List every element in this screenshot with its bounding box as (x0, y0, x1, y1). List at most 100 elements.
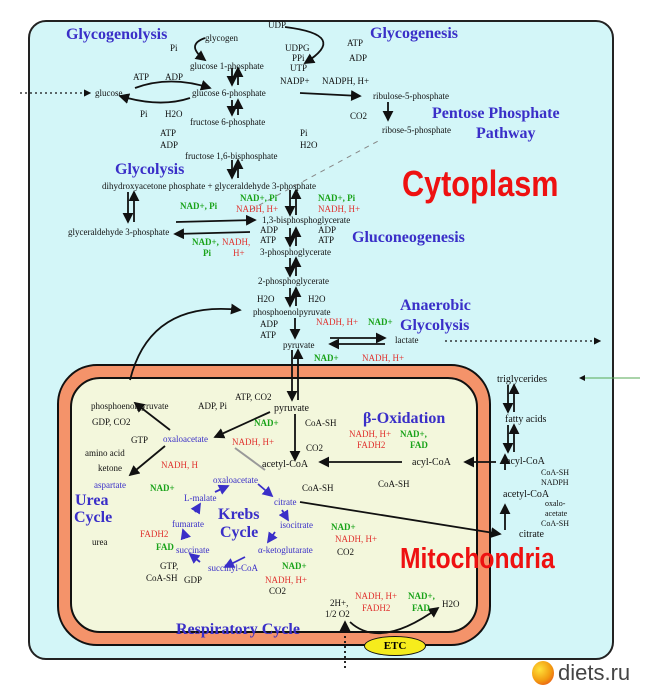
apple-icon (532, 661, 554, 685)
label-coa-sh: CoA-SH (302, 483, 334, 493)
label-coa-sh: CoA-SH (541, 519, 570, 528)
label-glucose-6-phosphate: glucose 6-phosphate (192, 88, 266, 98)
label-coa-sh: CoA-SH (541, 468, 570, 477)
label-adp: ADP (349, 53, 368, 63)
pathway-krebs-2: Cycle (220, 524, 259, 541)
label-nad: NAD+ (254, 418, 279, 428)
label-phosphoenolpyruvate: phosphoenolpyruvate (91, 401, 169, 411)
label-nad-pi: NAD+, Pi (240, 193, 278, 203)
pathway-urea-2: Cycle (74, 509, 113, 526)
label-citrate: citrate (519, 529, 544, 540)
label-nadh: NADH, H+ (318, 204, 361, 214)
label-nad: NAD+ (282, 561, 307, 571)
label-nadh: NADH, H (161, 460, 198, 470)
label-adp: ADP (160, 140, 179, 150)
label-ribose-5-phosphate: ribose-5-phosphate (382, 125, 451, 135)
label-nadph: NADPH (541, 478, 569, 487)
pathway-urea: Urea (75, 492, 109, 509)
label-adp: ADP (318, 225, 337, 235)
label-atp: ATP (160, 128, 177, 138)
label-acyl-coa: acyl-CoA (412, 457, 451, 468)
pathway-krebs: Krebs (218, 506, 260, 523)
label-co2: CO2 (269, 586, 287, 596)
label-nadp: NADP+ (280, 76, 310, 86)
label-nad: NAD+ (314, 353, 339, 363)
pathway-gluconeogenesis: Gluconeogenesis (352, 229, 465, 246)
label-pi: Pi (170, 43, 178, 53)
label-atp: ATP (318, 235, 335, 245)
label-pi: Pi (300, 128, 308, 138)
label-2h: 2H+, (330, 598, 349, 608)
label-adp-pi: ADP, Pi (198, 401, 228, 411)
pathway-anaerobic: Anaerobic (400, 297, 471, 314)
label-nad: NAD+ (150, 483, 175, 493)
label-nad: NAD+ (331, 522, 356, 532)
label-co2: CO2 (337, 547, 355, 557)
label-pi: Pi (203, 248, 211, 258)
label-fatty-acids: fatty acids (505, 414, 547, 425)
label-fad: FAD (156, 542, 174, 552)
watermark-logo: diets.ru (532, 660, 630, 686)
label-nadh: NADH, H+ (355, 591, 398, 601)
label-h2o: H2O (165, 109, 183, 119)
mitochondria-matrix (70, 377, 478, 633)
label-l-malate: L-malate (184, 493, 217, 503)
label-pi: Pi (140, 109, 148, 119)
label-atp: ATP (133, 72, 150, 82)
label-glucose-1-phosphate: glucose 1-phosphate (190, 61, 264, 71)
label-atp-co2: ATP, CO2 (235, 392, 272, 402)
label-amino-acid: amino acid (85, 448, 125, 458)
label-triglycerides: triglycerides (497, 374, 547, 385)
pathway-glycogenolysis: Glycogenolysis (66, 26, 168, 43)
label-nadh: NADH, H+ (232, 437, 275, 447)
label-alpha-ketoglutarate: α-ketoglutarate (258, 545, 313, 555)
label-nad: NAD+, (408, 591, 435, 601)
label-udpg: UDPG (285, 43, 310, 53)
label-fructose-6-phosphate: fructose 6-phosphate (190, 117, 266, 127)
label-coa-sh: CoA-SH (305, 418, 337, 428)
label-adp: ADP (260, 319, 279, 329)
label-fumarate: fumarate (172, 519, 204, 529)
label-oxaloacetate-2: acetate (545, 509, 568, 518)
label-lactate: lactate (395, 335, 419, 345)
label-fructose-bisphosphate: fructose 1,6-bisphosphate (185, 151, 278, 161)
label-nad-pi: NAD+, Pi (318, 193, 356, 203)
label-h2o: H2O (308, 294, 326, 304)
label-urea: urea (92, 537, 108, 547)
mitochondria-label: Mitochondria (400, 543, 555, 575)
label-fadh2: FADH2 (140, 529, 169, 539)
label-udp: UDP (268, 20, 287, 30)
cytoplasm-label: Cytoplasm (402, 163, 559, 204)
label-co2: CO2 (306, 443, 324, 453)
watermark-text: diets.ru (558, 660, 631, 685)
label-nadh: NADH, (222, 237, 251, 247)
label-nad: NAD+ (368, 317, 393, 327)
label-citrate: citrate (274, 497, 297, 507)
label-succinate: succinate (176, 545, 210, 555)
label-phosphoenolpyruvate: phosphoenolpyruvate (253, 307, 331, 317)
label-gdp-co2: GDP, CO2 (92, 417, 131, 427)
label-bisphosphoglycerate: 1,3-bisphosphoglycerate (262, 215, 351, 225)
label-fad: FAD (410, 440, 428, 450)
label-oxaloacetate: oxaloacetate (163, 434, 208, 444)
label-nadh: NADH, H+ (236, 204, 279, 214)
label-succinyl-coa: succinyl-CoA (208, 563, 258, 573)
label-acyl-coa: acyl-CoA (506, 456, 545, 467)
label-nadh: NADH, H+ (265, 575, 308, 585)
pathway-pentose-phosphate: Pentose Phosphate (432, 105, 560, 122)
pathway-pentose-phosphate-2: Pathway (476, 125, 536, 142)
label-nad-pi: NAD+, Pi (180, 201, 218, 211)
pathway-beta-oxidation: β-Oxidation (363, 410, 446, 427)
label-h: H+ (233, 248, 245, 258)
label-nad: NAD+, (400, 429, 427, 439)
label-oxaloacetate: oxaloacetate (213, 475, 258, 485)
label-nadh: NADH, H+ (362, 353, 405, 363)
label-atp: ATP (260, 330, 277, 340)
label-nadh: NADH, H+ (349, 429, 392, 439)
label-gtp: GTP, (160, 561, 179, 571)
label-coa-sh: CoA-SH (378, 479, 410, 489)
label-fadh2: FADH2 (362, 603, 391, 613)
label-co2: CO2 (350, 111, 368, 121)
